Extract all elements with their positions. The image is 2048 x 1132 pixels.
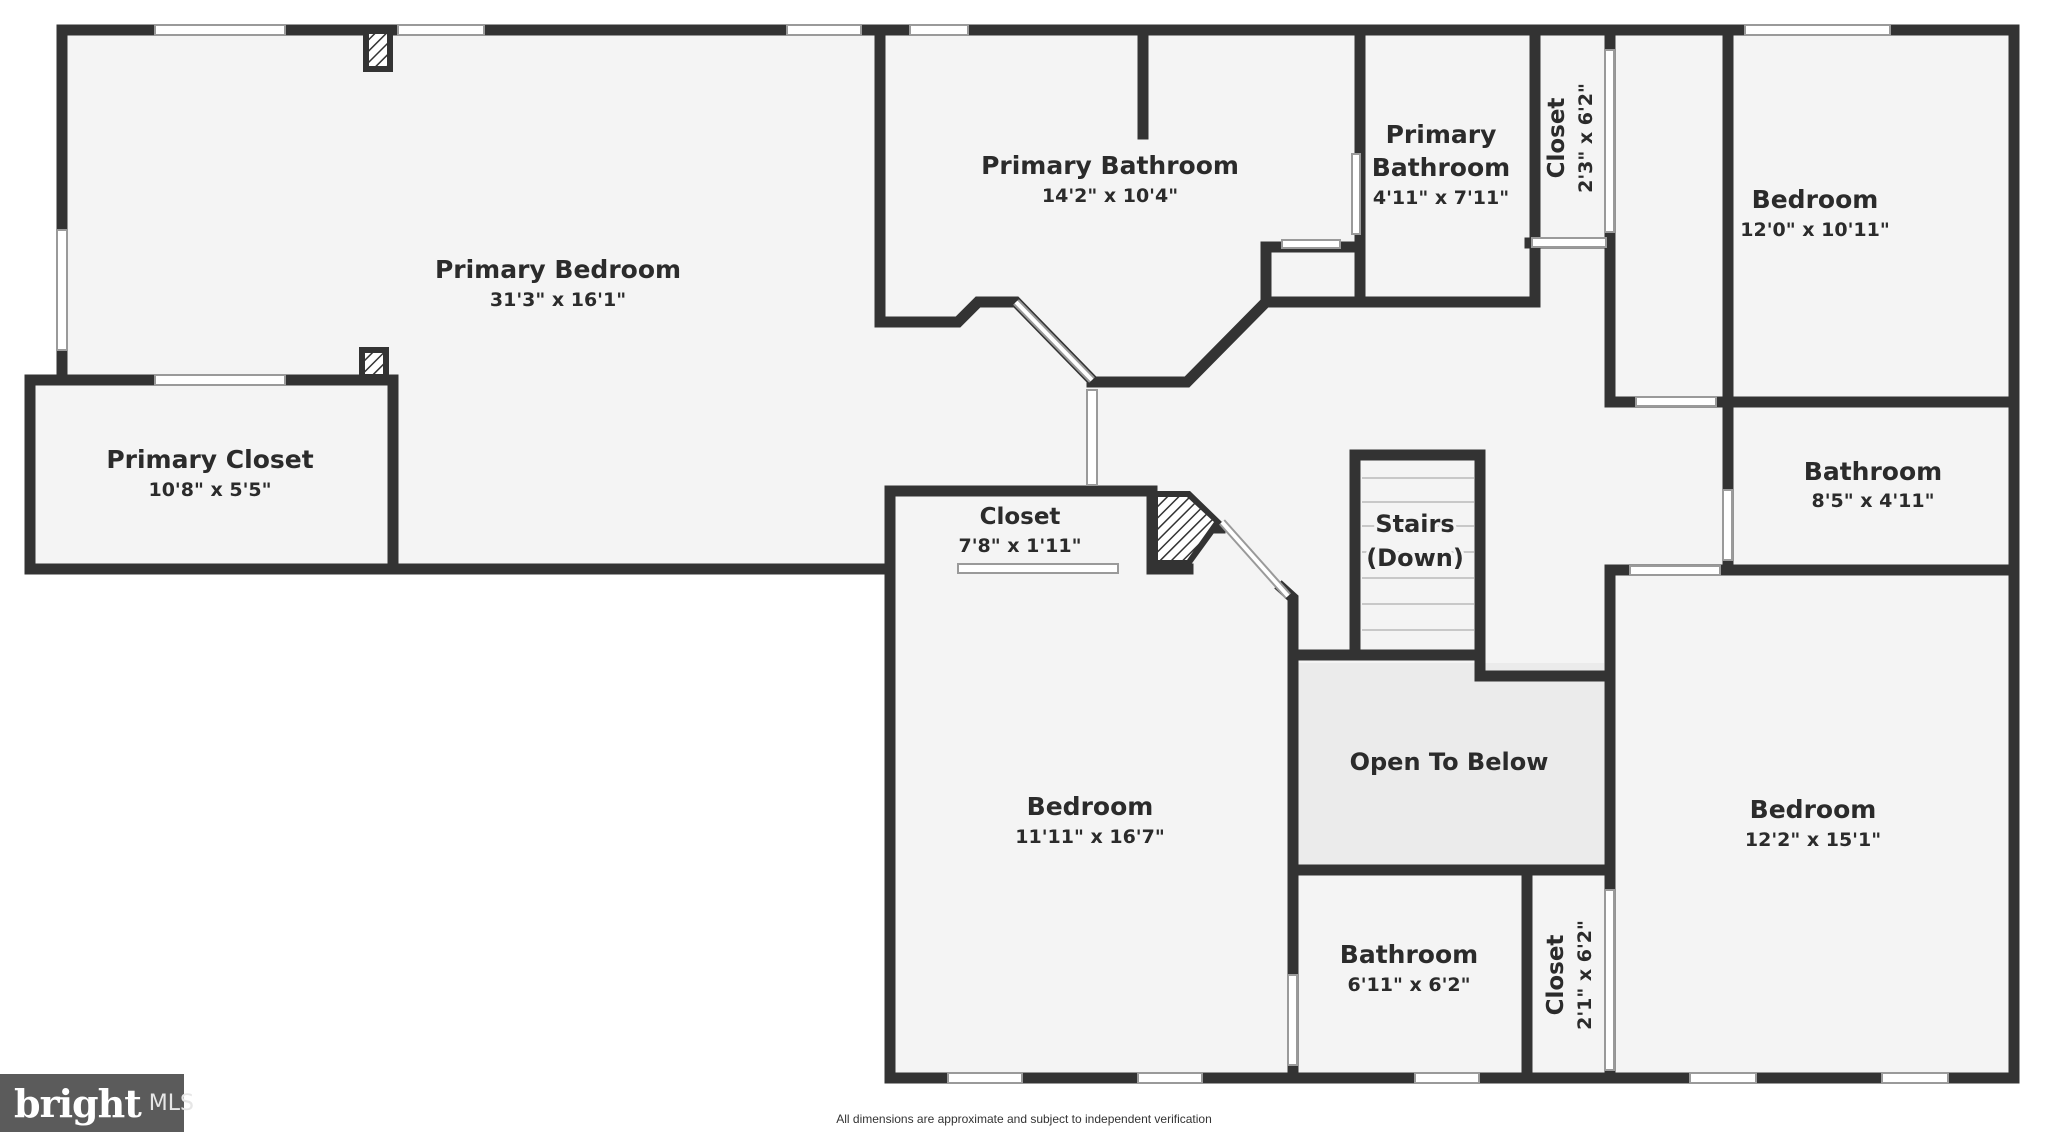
column-blocks	[359, 30, 1222, 566]
room-name-bathroom-e: Bathroom	[1804, 457, 1942, 486]
room-name-stairs-2: (Down)	[1366, 544, 1464, 572]
room-name-closet-top: Closet	[1544, 98, 1570, 179]
disclaimer-text: All dimensions are approximate and subje…	[836, 1112, 1212, 1126]
room-labels: Primary Bedroom 31'3" x 16'1" Primary Cl…	[106, 83, 1942, 1030]
windows	[56, 24, 1949, 1084]
room-dim-closet-bottom: 2'1" x 6'2"	[1574, 920, 1596, 1030]
room-dim-closet-mid: 7'8" x 1'11"	[958, 535, 1081, 557]
room-dim-primary-bathroom: 14'2" x 10'4"	[1042, 185, 1178, 207]
room-name-primary-bedroom: Primary Bedroom	[435, 255, 681, 284]
room-name-bedroom-s: Bedroom	[1027, 792, 1154, 821]
room-dim-primary-closet: 10'8" x 5'5"	[148, 479, 271, 501]
room-name-closet-mid: Closet	[980, 504, 1061, 530]
room-dim-bedroom-se: 12'2" x 15'1"	[1745, 829, 1881, 851]
room-name-primary-bathroom: Primary Bathroom	[981, 151, 1239, 180]
room-dim-primary-bedroom: 31'3" x 16'1"	[490, 289, 626, 311]
room-dim-bathroom-e: 8'5" x 4'11"	[1811, 490, 1934, 512]
logo-suffix-text: MLS	[148, 1090, 194, 1116]
room-dim-closet-top: 2'3" x 6'2"	[1575, 83, 1597, 193]
logo-brand-text: bright	[14, 1080, 142, 1126]
bright-mls-logo: bright MLS	[0, 1074, 194, 1132]
room-name-primary-closet: Primary Closet	[106, 445, 313, 474]
room-dim-bathroom-s: 6'11" x 6'2"	[1347, 974, 1470, 996]
room-name-closet-bottom: Closet	[1543, 935, 1569, 1016]
room-name-stairs-1: Stairs	[1375, 510, 1454, 538]
open-to-below-area	[1293, 663, 1604, 865]
room-dim-bedroom-s: 11'11" x 16'7"	[1015, 826, 1164, 848]
room-name-primary-bathroom-small-1: Primary	[1386, 120, 1497, 149]
room-dim-primary-bathroom-small: 4'11" x 7'11"	[1373, 187, 1509, 209]
room-name-open-to-below: Open To Below	[1350, 748, 1549, 776]
stairs-treads	[1362, 477, 1474, 631]
room-dim-bedroom-ne: 12'0" x 10'11"	[1740, 219, 1889, 241]
room-name-bedroom-se: Bedroom	[1750, 795, 1877, 824]
floor-area	[30, 30, 2014, 1078]
room-name-primary-bathroom-small-2: Bathroom	[1372, 153, 1510, 182]
room-name-bedroom-ne: Bedroom	[1752, 185, 1879, 214]
room-name-bathroom-s: Bathroom	[1340, 940, 1478, 969]
